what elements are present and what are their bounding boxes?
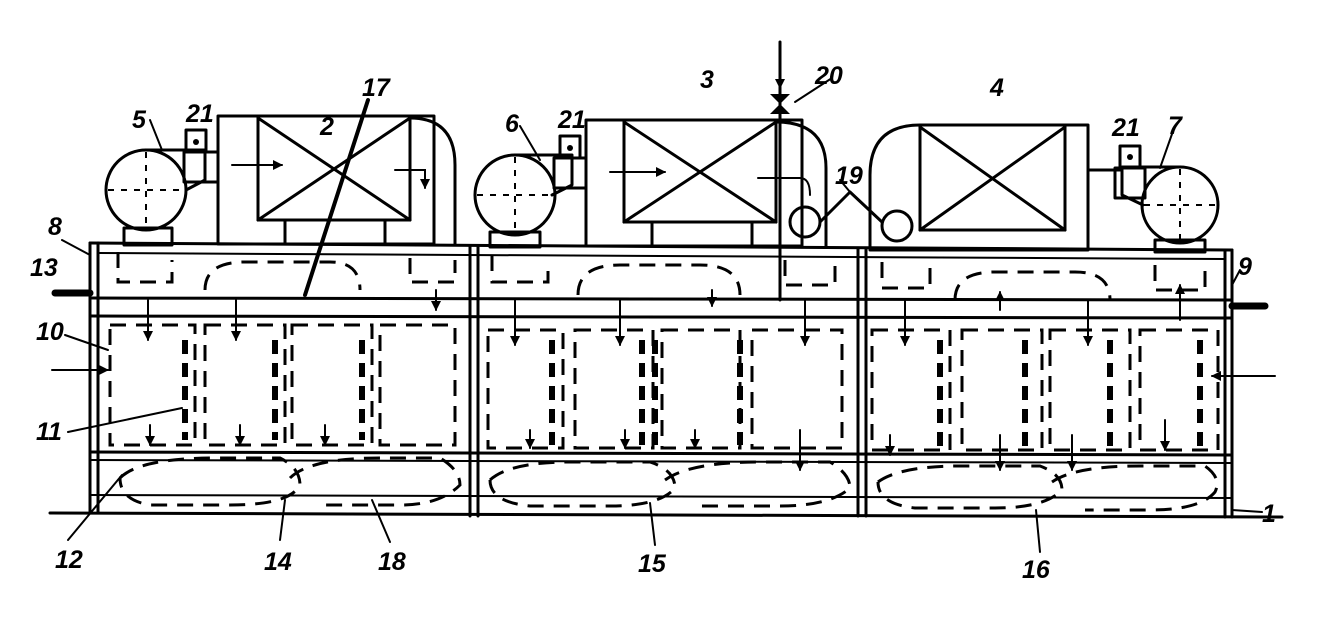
heater-3 [584,118,828,248]
chamber-body [48,241,1284,519]
leader-17 [303,98,370,297]
label-14: 14 [264,548,292,576]
fan-7-outlet [1113,166,1147,200]
heater-4-housing [868,123,1090,252]
label-4: 4 [989,74,1004,102]
fan-5-stand [122,226,174,247]
fan-7-casing [1140,165,1220,245]
heater-4-cross-b [918,125,1067,232]
heater-3-housing [584,118,804,248]
label-13: 13 [30,254,58,282]
label-17: 17 [362,74,391,102]
label-11: 11 [36,418,62,446]
label-16: 16 [1022,556,1051,584]
fan-6-outlet [552,156,588,190]
label-6: 6 [505,110,520,138]
label-19: 19 [835,162,863,190]
heater-3-cross-b [622,120,778,224]
label-21-a: 21 [185,100,214,128]
pipe-19-bridge [818,190,884,224]
leader-lines [61,77,1263,553]
heater-3-base [650,220,754,248]
fan-7-stand [1153,238,1207,254]
airflow-zone-2 [486,255,852,508]
label-15: 15 [638,550,667,578]
label-9: 9 [1238,253,1252,281]
label-5: 5 [132,106,147,134]
label-2: 2 [319,113,334,141]
motor-21b [558,134,582,160]
motor-21c [1118,144,1142,170]
roof-line-inner [97,252,1226,260]
plenum-floor-bottom [88,314,1234,320]
fan-6 [473,134,588,249]
label-21-b: 21 [557,106,586,134]
fan-7 [1113,144,1220,254]
lower-plenum-top [88,450,1234,457]
fan-5 [104,128,220,247]
fan-5-outlet [182,150,220,184]
lower-plenum-top-2 [89,459,1233,464]
fan-6-stand [488,230,542,249]
heater-4 [868,123,1124,252]
label-21-c: 21 [1111,114,1140,142]
label-12: 12 [55,546,83,574]
label-10: 10 [36,318,64,346]
ground-line [48,511,1284,519]
label-7: 7 [1168,112,1183,140]
label-20: 20 [814,62,843,90]
airflow-zone-1 [108,252,462,507]
motor-21a [184,128,208,154]
heater-2 [216,114,457,246]
plenum-floor-top [88,296,1234,302]
label-18: 18 [378,548,406,576]
callout-labels: 1 2 3 4 5 6 7 8 9 10 11 12 13 14 15 16 1… [30,62,1276,584]
label-1: 1 [1262,500,1276,528]
airflow-zone-3 [870,262,1220,512]
valve-20-top [770,94,790,104]
heater-3-duct [774,120,828,248]
pipe-19-right [880,209,914,243]
heater-2-base [283,218,387,246]
valve-20-bottom [770,104,790,114]
label-8: 8 [48,213,62,241]
label-3: 3 [700,66,714,94]
heater-2-cross-b [256,116,412,222]
pipe-19-left [788,205,822,239]
heater-2-duct [408,116,457,246]
